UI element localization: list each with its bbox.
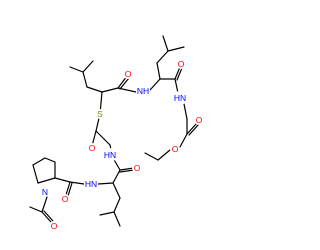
bond <box>41 196 48 213</box>
atom-N1: N <box>40 187 50 197</box>
bond <box>32 164 39 184</box>
atom-O5: O <box>87 143 97 153</box>
bond <box>101 87 119 93</box>
bond <box>54 177 71 183</box>
bond <box>119 169 135 173</box>
bond <box>86 86 103 93</box>
atom-O3: O <box>194 115 204 125</box>
oxygen-label: O <box>62 194 69 204</box>
oxygen-label: O <box>134 163 141 173</box>
amide-hn-label: HN <box>85 179 97 189</box>
atom-O8: O <box>49 221 59 231</box>
bond <box>32 157 46 166</box>
atom-NH1: NH <box>136 84 150 98</box>
bond <box>156 62 161 80</box>
bond <box>112 169 121 184</box>
bond <box>82 60 94 73</box>
atom-O6: O <box>132 163 142 173</box>
bond-layer <box>29 35 200 227</box>
sulfur-label: S <box>97 109 103 119</box>
nitrogen-label: N <box>42 187 48 197</box>
amide-nh-label: NH <box>137 86 149 96</box>
bond <box>144 152 159 161</box>
amide-hn-label: HN <box>174 93 186 103</box>
bond <box>167 46 185 52</box>
oxygen-label: O <box>89 143 96 153</box>
atom-O7: O <box>60 194 70 204</box>
oxygen-label: O <box>178 59 185 69</box>
oxygen-label: O <box>196 115 203 125</box>
bond <box>95 130 111 146</box>
bond <box>69 66 84 73</box>
bond <box>119 167 135 171</box>
bond <box>99 211 115 216</box>
oxygen-label: O <box>51 221 58 231</box>
atom-HN2: HN <box>103 148 117 162</box>
bond <box>176 67 183 81</box>
bond <box>117 87 137 93</box>
bond <box>174 66 181 80</box>
molecule-drawing: S O O O O O O <box>29 35 204 231</box>
bond <box>69 181 85 185</box>
atom-O1: O <box>123 69 133 79</box>
bond <box>113 211 121 227</box>
bond <box>188 123 200 136</box>
bond <box>29 206 43 213</box>
structure-diagram: S O O O O O O <box>29 35 204 231</box>
atom-O4: O <box>170 144 180 154</box>
bond <box>156 50 169 64</box>
bond <box>149 78 161 91</box>
bond <box>43 210 54 222</box>
oxygen-label: O <box>172 144 179 154</box>
bond <box>65 181 71 196</box>
bond <box>162 35 169 52</box>
bond <box>186 122 198 135</box>
atom-HN3: HN <box>84 177 98 191</box>
bond <box>174 78 179 94</box>
bond <box>157 149 171 161</box>
amide-hn-label: HN <box>104 150 116 160</box>
bond <box>67 182 73 197</box>
bond <box>97 182 114 185</box>
atom-S1: S <box>95 109 105 119</box>
oxygen-label: O <box>125 69 132 79</box>
bond <box>41 211 52 223</box>
atom-HN1: HN <box>173 91 187 105</box>
bond <box>82 71 88 88</box>
bond <box>113 197 121 213</box>
bond <box>179 133 188 148</box>
bond <box>112 182 121 199</box>
bond <box>37 177 56 184</box>
bond <box>119 77 130 90</box>
atom-label-layer: S O O O O O O <box>40 59 204 231</box>
bond <box>44 157 56 163</box>
bond <box>183 103 188 120</box>
atom-O2: O <box>176 59 186 69</box>
